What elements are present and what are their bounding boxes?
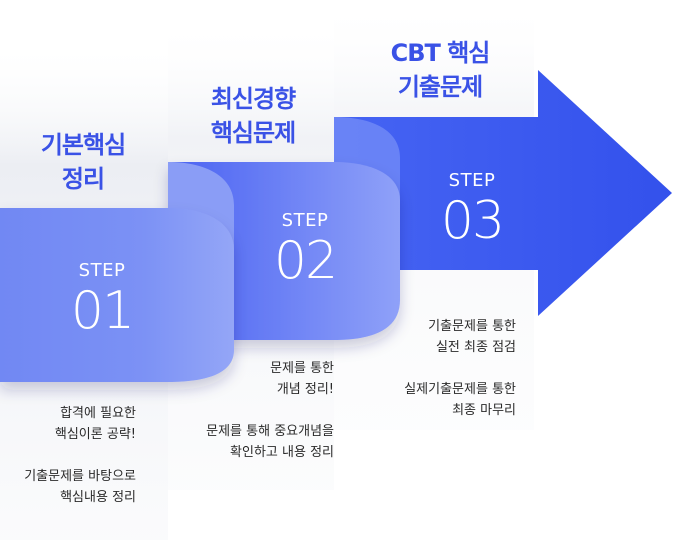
- step2-desc-line: 확인하고 내용 정리: [230, 445, 334, 460]
- step2-word: STEP: [281, 210, 329, 231]
- step2-desc-line: 개념 정리!: [276, 382, 334, 397]
- step1-title: 기본핵심 정리: [0, 128, 168, 196]
- step3-title: CBT 핵심 기출문제: [355, 36, 525, 104]
- step3-arrow: [334, 70, 672, 316]
- step3-word: STEP: [448, 170, 496, 191]
- step2-description: 문제를 통한 개념 정리! 문제를 통해 중요개념을 확인하고 내용 정리: [206, 358, 334, 463]
- step1-desc-line: 기출문제를 바탕으로: [24, 469, 136, 484]
- step2-desc-line: 문제를 통해 중요개념을: [206, 424, 334, 439]
- step2-title: 최신경향 핵심문제: [168, 82, 338, 150]
- step1-title-line1: 기본핵심: [40, 131, 126, 159]
- step3-title-line1: CBT 핵심: [390, 39, 491, 67]
- step3-desc-line: 최종 마무리: [452, 403, 516, 418]
- step1-description: 합격에 필요한 핵심이론 공략! 기출문제를 바탕으로 핵심내용 정리: [24, 403, 136, 508]
- step2-number: 02: [273, 231, 338, 291]
- step1-number: 01: [70, 281, 135, 341]
- step3-title-line2: 기출문제: [397, 73, 483, 101]
- step1-desc-line: 핵심내용 정리: [60, 490, 136, 505]
- step2-title-line1: 최신경향: [210, 85, 296, 113]
- step3-desc-line: 기출문제를 통한: [428, 319, 516, 334]
- step2-label: STEP 02: [235, 210, 375, 290]
- step2-title-line2: 핵심문제: [210, 119, 296, 147]
- step3-desc-line: 실전 최종 점검: [435, 340, 516, 355]
- step1-desc-line: 합격에 필요한: [60, 406, 136, 421]
- step1-desc-line: 핵심이론 공략!: [54, 427, 136, 442]
- step2-desc-line: 문제를 통한: [270, 361, 334, 376]
- step1-label: STEP 01: [32, 260, 172, 340]
- step3-description: 기출문제를 통한 실전 최종 점검 실제기출문제를 통한 최종 마무리: [404, 316, 516, 421]
- step1-word: STEP: [78, 260, 126, 281]
- step3-label: STEP 03: [402, 170, 542, 250]
- step3-desc-line: 실제기출문제를 통한: [404, 382, 516, 397]
- step3-number: 03: [440, 191, 505, 251]
- step1-ribbon: [0, 208, 234, 382]
- step1-title-line2: 정리: [61, 165, 105, 193]
